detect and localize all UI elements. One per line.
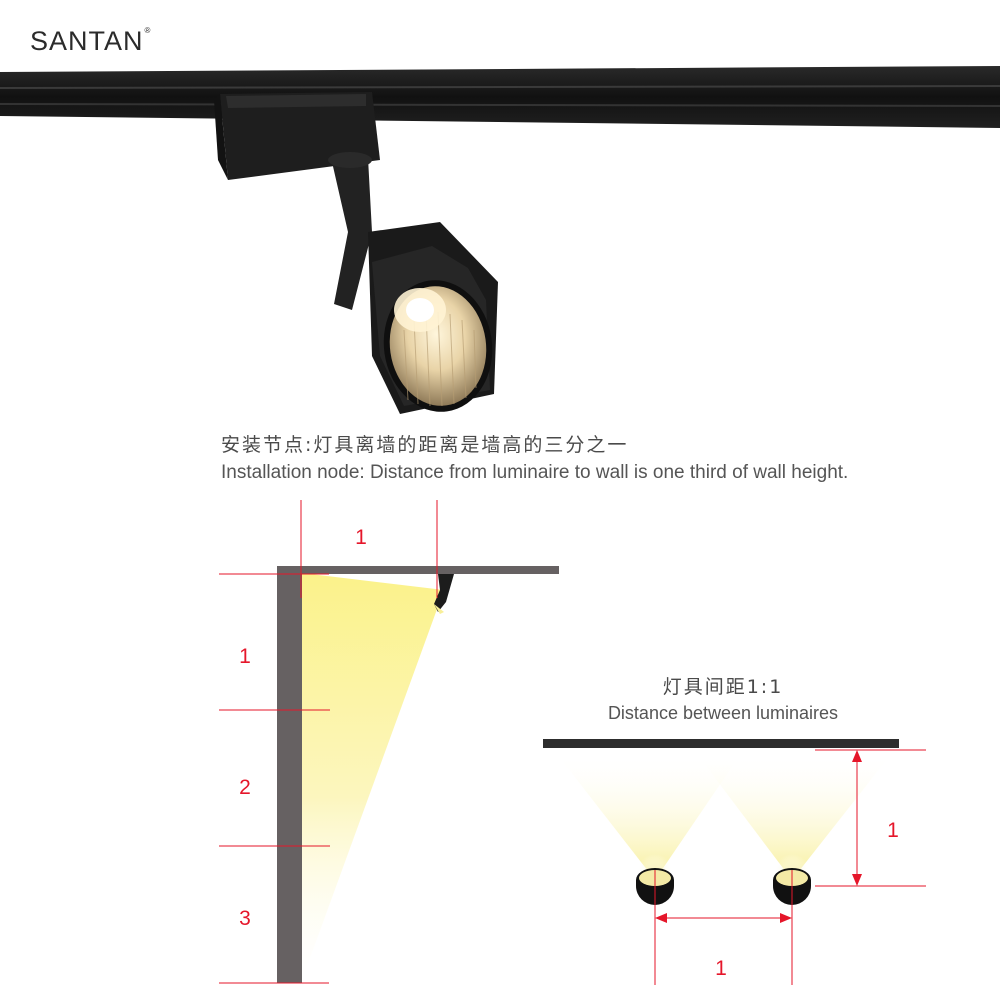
spacing-title-chinese: 灯具间距1:1	[662, 676, 784, 698]
segment-label-2: 2	[239, 776, 251, 799]
brand-logo: SANTAN®	[30, 26, 151, 57]
spacing-ceiling	[543, 739, 899, 748]
caption-english: Installation node: Distance from luminai…	[221, 462, 849, 483]
logo-text: SANTAN	[30, 26, 144, 56]
wall	[277, 567, 302, 983]
caption-chinese: 安装节点:灯具离墙的距离是墙高的三分之一	[221, 434, 629, 456]
light-beam-wall	[302, 573, 444, 980]
height-label: 1	[887, 819, 899, 842]
light-beam-right	[700, 758, 888, 880]
spacing-title-english: Distance between luminaires	[607, 703, 839, 723]
spacing-dimension-lines	[654, 749, 926, 985]
spacing-arrowheads	[655, 750, 862, 923]
segment-label-1: 1	[239, 645, 251, 668]
ceiling	[277, 566, 559, 574]
wall-dimension-lines	[219, 500, 438, 984]
segment-label-3: 3	[239, 907, 251, 930]
spacing-label: 1	[715, 957, 727, 980]
ceiling-gap-label: 1	[355, 526, 367, 549]
spotlight-arm	[328, 152, 372, 310]
wall-fixture-icon	[434, 574, 454, 614]
wall-diagram: 1 1 2 3	[219, 500, 559, 984]
spotlight-head	[368, 222, 498, 414]
registered-mark: ®	[144, 26, 152, 35]
spacing-diagram: 1 1	[543, 739, 926, 985]
light-beam-left	[560, 758, 738, 880]
track-rail	[0, 66, 1000, 128]
